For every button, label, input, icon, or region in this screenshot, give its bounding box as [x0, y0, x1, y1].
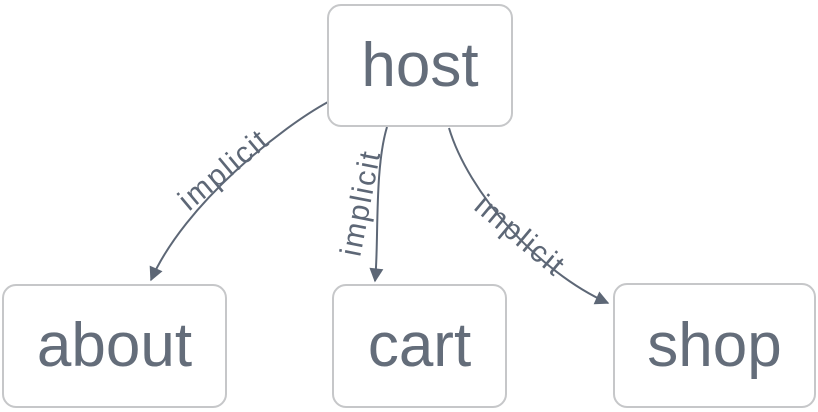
- node-cart-label: cart: [367, 311, 472, 380]
- edge-label-host-cart: implicit: [335, 147, 388, 259]
- edge-label-host-shop: implicit: [468, 189, 572, 283]
- edge-host-cart: [369, 126, 388, 283]
- edge-host-about: [149, 101, 329, 282]
- node-cart: cart: [332, 284, 507, 408]
- node-about-label: about: [36, 311, 193, 380]
- edge-host-shop: [448, 127, 610, 305]
- node-about: about: [2, 284, 227, 408]
- node-shop: shop: [613, 283, 816, 408]
- node-shop-label: shop: [647, 310, 782, 380]
- edge-label-host-about: implicit: [172, 123, 276, 217]
- node-host: host: [327, 4, 513, 127]
- node-host-label: host: [361, 30, 479, 100]
